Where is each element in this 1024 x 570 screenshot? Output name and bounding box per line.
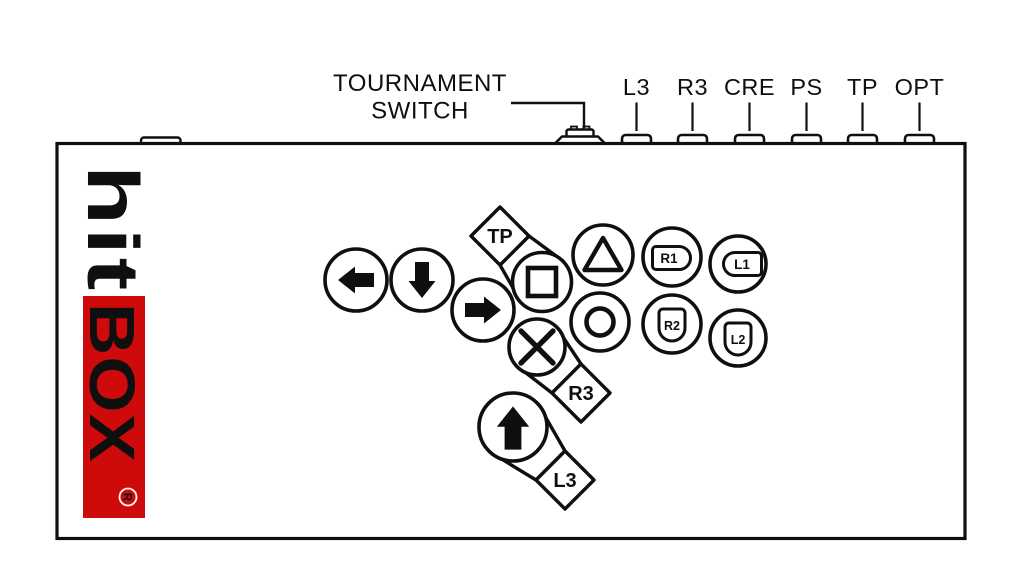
port-button-cre[interactable] <box>733 133 766 144</box>
port-button-ps[interactable] <box>790 133 823 144</box>
port-label-l3: L3 <box>623 74 650 100</box>
square-icon <box>525 265 559 299</box>
port-button-opt[interactable] <box>903 133 936 144</box>
tournament-switch[interactable] <box>553 125 607 145</box>
case-outline <box>55 141 967 541</box>
callout-line1: TOURNAMENT <box>333 70 507 97</box>
right-arrow-icon <box>465 296 501 324</box>
logo-hit-text: hit <box>72 165 152 293</box>
triangle-button[interactable] <box>571 223 635 287</box>
up-arrow-icon <box>496 406 530 450</box>
touchpad-diamond-label: TP <box>487 226 513 248</box>
port-label-ps: PS <box>790 74 822 100</box>
r2-trigger-icon <box>657 307 687 343</box>
port-button-tp[interactable] <box>846 133 879 144</box>
r2-label: R2 <box>664 319 680 333</box>
port-label-opt: OPT <box>895 74 945 100</box>
port-button-l3[interactable] <box>620 133 653 144</box>
l2-trigger-icon <box>723 321 753 357</box>
port-labels: L3 R3 CRE PS TP OPT <box>623 74 944 131</box>
logo-box-text: BOX <box>76 303 148 463</box>
l3-diamond-button[interactable] <box>534 449 596 511</box>
logo-red-panel <box>83 296 145 518</box>
l1-bumper-icon <box>722 251 763 277</box>
registered-mark-letter: R <box>121 493 133 502</box>
cross-icon <box>518 328 556 366</box>
l3-diamond-label: L3 <box>553 470 576 492</box>
r1-bumper-icon <box>651 245 692 271</box>
r3-diamond-label: R3 <box>568 383 594 405</box>
callout-line2: SWITCH <box>371 98 469 125</box>
down-arrow-icon <box>408 262 436 298</box>
port-button-r3[interactable] <box>676 133 709 144</box>
circle-icon <box>584 306 616 338</box>
button-cluster: TP R3 L3 R1 L1 R2 L2 <box>323 205 768 511</box>
touchpad-diamond-button[interactable] <box>469 205 531 267</box>
l1-label: L1 <box>734 257 750 272</box>
tournament-switch-callout: TOURNAMENT SWITCH <box>333 70 586 128</box>
registered-trademark-icon: R <box>118 487 138 507</box>
r1-label: R1 <box>660 251 678 266</box>
circle-button[interactable] <box>569 291 631 353</box>
port-label-r3: R3 <box>677 74 708 100</box>
callout-leader-line <box>511 101 586 128</box>
square-button[interactable] <box>510 250 574 314</box>
r3-diamond-button[interactable] <box>550 362 612 424</box>
triangle-icon <box>582 235 624 273</box>
hitbox-logo: hit BOX R <box>72 165 152 518</box>
port-label-cre: CRE <box>724 74 775 100</box>
port-label-tp: TP <box>847 74 878 100</box>
left-arrow-icon <box>338 266 374 294</box>
l2-label: L2 <box>731 333 746 347</box>
